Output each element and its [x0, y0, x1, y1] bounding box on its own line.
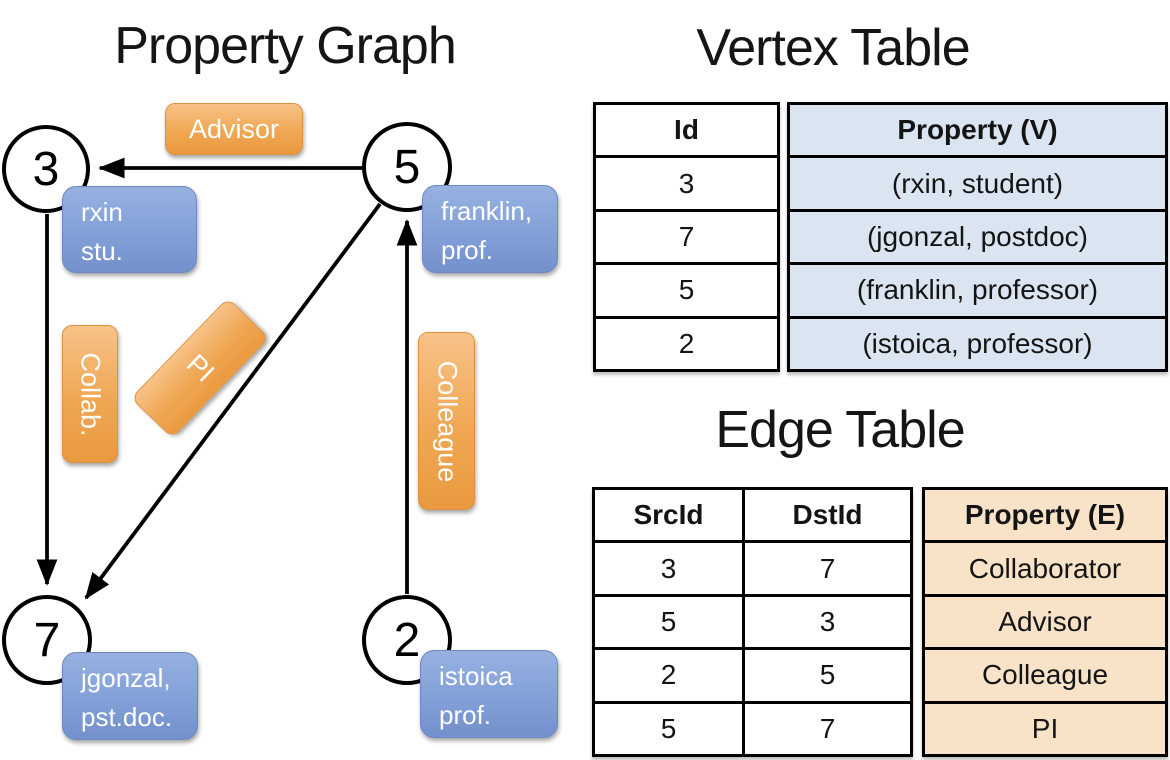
vertex-property-rxin-line2: stu.	[81, 236, 123, 266]
vertex-property-istoica-line2: prof.	[439, 700, 492, 730]
edge-table-dstid-header: DstId	[742, 490, 910, 541]
edge-label-pi-text: PI	[180, 347, 220, 388]
vertex-table-property-cell: (rxin, student)	[790, 155, 1165, 208]
edge-table-srcid-cell: 3	[660, 552, 677, 584]
edge-table-property-cell: Collaborator	[925, 540, 1165, 593]
vertex-table-property-header: Property (V)	[897, 114, 1058, 146]
edge-table-id-columns: SrcId DstId 3 7 5 3 2 5 5 7	[592, 487, 913, 757]
edge-table-title: Edge Table	[715, 401, 965, 459]
edge-label-colleague: Colleague	[418, 332, 475, 510]
vertex-table-property-cell: (jgonzal, postdoc)	[790, 208, 1165, 262]
vertex-property-jgonzal: jgonzal, pst.doc.	[62, 652, 198, 740]
edge-table-dstid-cell: 7	[742, 543, 910, 594]
edge-table-srcid-cell: 5	[660, 712, 677, 744]
edge-label-advisor: Advisor	[165, 103, 303, 155]
edge-table-row: 5 3	[595, 593, 910, 648]
edge-table-property-cell: PI	[925, 700, 1165, 754]
edge-table-dstid-cell: 7	[742, 703, 910, 755]
vertex-node-2: 2	[362, 595, 452, 685]
vertex-table-property-cell: (istoica, professor)	[790, 315, 1165, 369]
edge-table-property-column: Property (E) Collaborator Advisor Collea…	[922, 487, 1168, 757]
edge-table-row: 5 7	[595, 700, 910, 755]
edge-table-row: 3 7	[595, 540, 910, 594]
vertex-node-2-id: 2	[393, 613, 421, 667]
vertex-property-jgonzal-line2: pst.doc.	[81, 702, 173, 732]
vertex-property-franklin-line2: prof.	[441, 235, 494, 265]
vertex-table-id-cell: 5	[596, 262, 777, 315]
edge-table-srcid-cell: 2	[660, 659, 677, 691]
vertex-property-istoica-line1: istoica	[439, 661, 513, 691]
vertex-property-rxin-line1: rxin	[81, 197, 123, 227]
vertex-property-jgonzal-line1: jgonzal,	[81, 663, 171, 693]
vertex-table-id-header: Id	[674, 114, 699, 146]
edge-table-row: 2 5	[595, 647, 910, 701]
vertex-node-5-id: 5	[393, 140, 421, 194]
edge-table-property-header: Property (E)	[964, 499, 1126, 531]
vertex-property-rxin: rxin stu.	[62, 186, 197, 273]
edge-label-collab-text: Collab.	[75, 351, 106, 437]
vertex-table-id-cell: 2	[596, 315, 777, 369]
vertex-table-property-cell: (franklin, professor)	[790, 262, 1165, 315]
edge-table-srcid-header: SrcId	[633, 499, 704, 531]
edge-table-srcid-cell: 5	[660, 606, 677, 638]
property-graph-title: Property Graph	[114, 17, 457, 75]
edge-table-header-row: SrcId DstId	[595, 490, 910, 541]
edge-table-dstid-cell: 3	[742, 596, 910, 648]
vertex-table-id-column: Id 3 7 5 2	[593, 102, 780, 372]
graph-edges-canvas	[36, 157, 418, 600]
vertex-node-7-id: 7	[33, 613, 61, 667]
vertex-node-5: 5	[362, 122, 452, 212]
vertex-property-istoica: istoica prof.	[420, 650, 558, 738]
edge-label-colleague-text: Colleague	[432, 360, 462, 482]
vertex-table-title: Vertex Table	[696, 19, 970, 77]
edge-table-dstid-cell: 5	[742, 650, 910, 701]
edge-label-collab: Collab.	[62, 325, 118, 463]
vertex-property-franklin: franklin, prof.	[422, 185, 558, 273]
edge-table-property-cell: Colleague	[925, 647, 1165, 700]
edge-table-property-cell: Advisor	[925, 593, 1165, 647]
vertex-table-id-cell: 3	[596, 155, 777, 208]
vertex-table-property-column: Property (V) (rxin, student) (jgonzal, p…	[787, 102, 1168, 372]
vertex-table-id-cell: 7	[596, 208, 777, 262]
vertex-property-franklin-line1: franklin,	[441, 196, 533, 226]
vertex-node-3-id: 3	[32, 142, 60, 196]
edge-pi-arrow	[84, 202, 382, 600]
edge-label-advisor-text: Advisor	[188, 113, 280, 144]
